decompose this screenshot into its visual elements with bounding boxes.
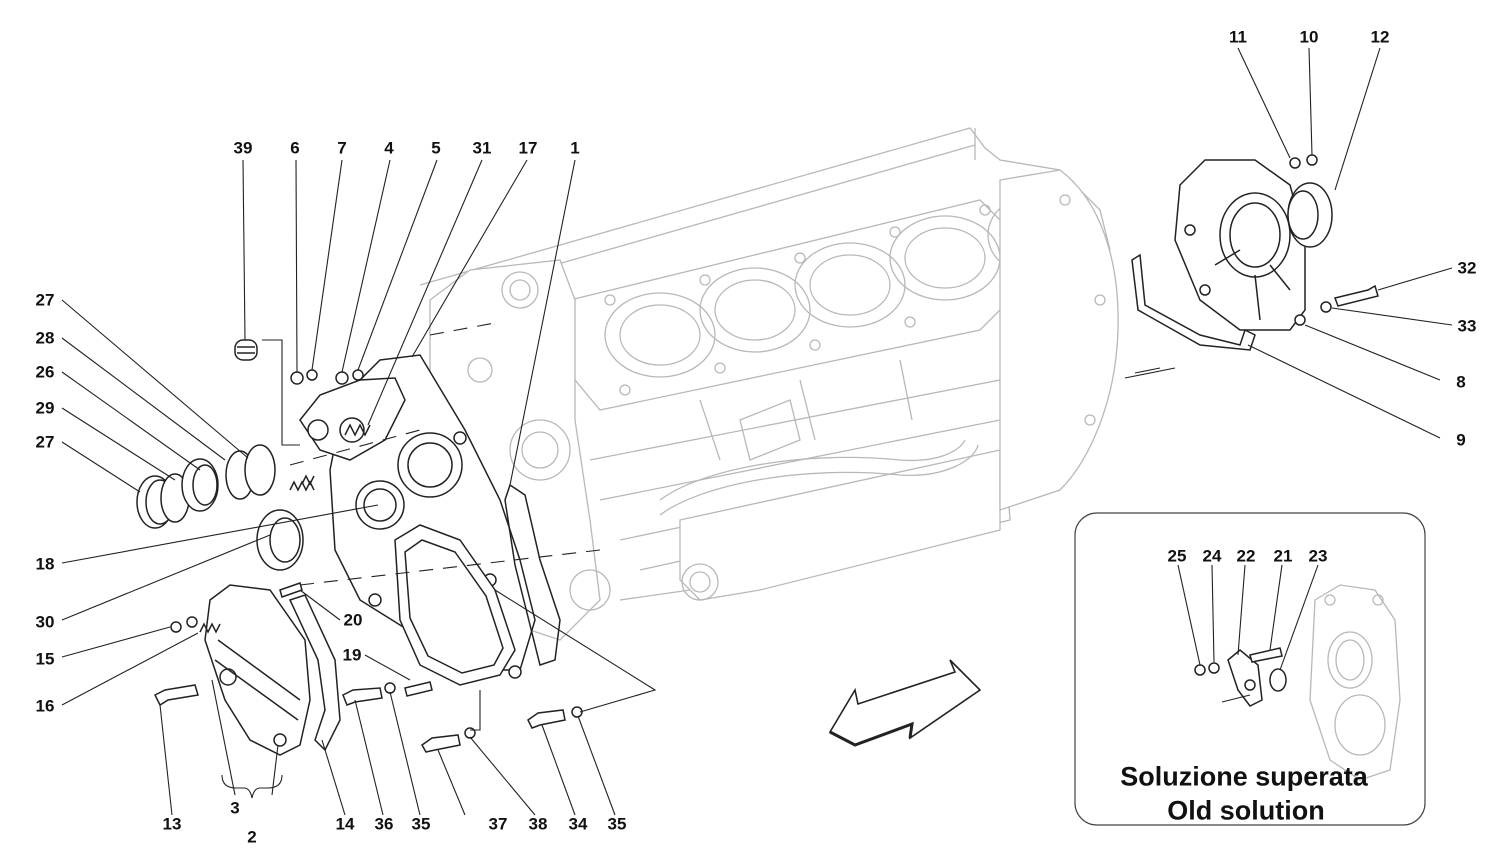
callout-38: 38 (528, 814, 548, 834)
callout-14: 14 (335, 814, 355, 834)
inset-old-solution-drawing (1194, 584, 1401, 781)
bottom-fasteners (342, 681, 583, 753)
seal-and-ring-stack (136, 444, 304, 571)
callout-11: 11 (1229, 27, 1247, 47)
callout-32: 32 (1457, 258, 1477, 278)
callout-19: 19 (342, 645, 362, 665)
callout-24: 24 (1202, 546, 1222, 566)
callout-30: 30 (35, 612, 55, 632)
small-fasteners-top (234, 339, 364, 492)
callout-21: 21 (1273, 546, 1293, 566)
callout-27-bottom: 27 (35, 432, 55, 452)
callout-31: 31 (472, 138, 492, 158)
inset-caption-english: Old solution (1167, 795, 1325, 826)
callout-6: 6 (290, 138, 300, 158)
callout-7: 7 (337, 138, 347, 158)
callout-22: 22 (1236, 546, 1256, 566)
callout-29: 29 (35, 398, 55, 418)
callout-37: 37 (488, 814, 508, 834)
callout-13: 13 (162, 814, 182, 834)
callout-4: 4 (384, 138, 394, 158)
callout-8: 8 (1456, 372, 1466, 392)
callout-5: 5 (431, 138, 441, 158)
inset-caption-italian: Soluzione superata (1120, 761, 1368, 792)
direction-arrow-icon (828, 659, 982, 746)
leader-lines (61, 47, 1453, 816)
callout-28: 28 (35, 328, 55, 348)
callout-9: 9 (1456, 430, 1466, 450)
callout-17: 17 (518, 138, 538, 158)
callout-20: 20 (343, 610, 363, 630)
callout-35-right: 35 (607, 814, 627, 834)
callout-27-top: 27 (35, 290, 55, 310)
callout-2: 2 (247, 827, 257, 847)
callout-16: 16 (35, 696, 55, 716)
gasket-17 (504, 483, 561, 666)
callout-23: 23 (1308, 546, 1328, 566)
lower-cover-plate (153, 582, 341, 756)
callout-26: 26 (35, 362, 55, 382)
callout-39: 39 (233, 138, 253, 158)
inset-frame (1074, 512, 1426, 826)
callout-34: 34 (568, 814, 588, 834)
callout-3: 3 (230, 798, 240, 818)
callout-25: 25 (1167, 546, 1187, 566)
callout-1: 1 (570, 138, 580, 158)
engine-block-drawing (419, 127, 1119, 641)
callout-15: 15 (35, 649, 55, 669)
callout-18: 18 (35, 554, 55, 574)
callout-12: 12 (1370, 27, 1390, 47)
rear-cover (1131, 154, 1379, 351)
upper-bracket (299, 377, 406, 461)
callout-10: 10 (1299, 27, 1319, 47)
callout-33: 33 (1457, 316, 1477, 336)
callout-35-left: 35 (411, 814, 431, 834)
callout-36: 36 (374, 814, 394, 834)
